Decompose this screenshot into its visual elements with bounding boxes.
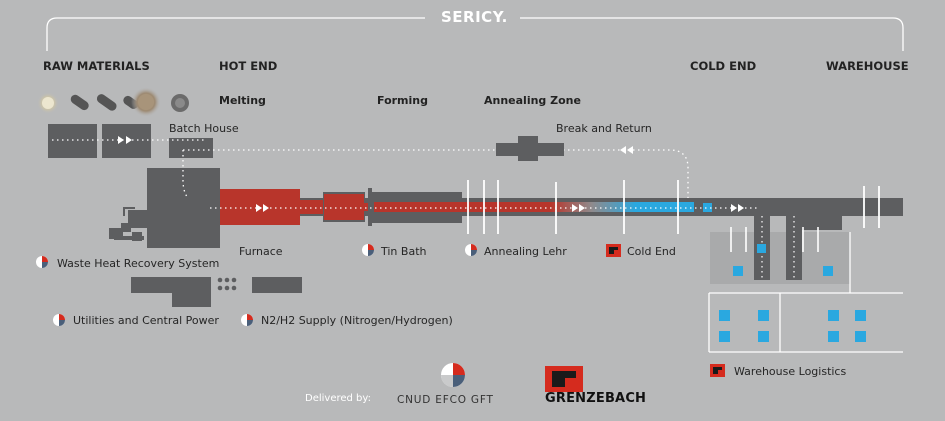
label-cold-end: Cold End [627,245,676,258]
label-batch-house: Batch House [169,122,239,135]
brand-title: SERICY. [441,8,508,26]
stage-forming: Forming [377,94,428,107]
cnud-efco-logo-icon [441,363,465,387]
label-n2h2-supply: N2/H2 Supply (Nitrogen/Hydrogen) [261,314,453,327]
cnud-efco-logo-icon [465,244,477,256]
utilities-blocks [131,277,302,307]
flow-arrow-icon [731,204,737,212]
raw-material-rod-icon [70,94,89,111]
flow-arrow-icon [627,146,633,154]
batch-house-blocks [48,124,213,158]
footer-delivered-by: Delivered by: [305,393,371,404]
glass-ribbon [374,202,694,212]
label-break-and-return: Break and Return [556,122,652,135]
flow-arrow-icon [620,146,626,154]
flow-arrow-icon [579,204,585,212]
break-and-return-unit [496,136,564,161]
flow-arrow-icon [118,136,124,144]
flow-arrow-icon [126,136,132,144]
cnud-efco-logo-icon [362,244,374,256]
section-raw-materials: RAW MATERIALS [43,59,150,73]
grenzebach-logo-icon [710,364,725,377]
section-cold-end: COLD END [690,59,757,73]
waste-heat-machinery [109,210,148,241]
raw-material-icons [37,87,189,117]
footer-partner-cnud: CNUD EFCO GFT [397,394,494,406]
flow-arrow-icon [256,204,262,212]
label-tin-bath: Tin Bath [381,245,427,258]
section-hot-end: HOT END [219,59,278,73]
footer-partner-grenzebach: GRENZEBACH [545,391,647,406]
label-furnace: Furnace [239,245,283,258]
grenzebach-logo-icon [545,366,583,392]
stage-melting: Melting [219,94,266,107]
label-warehouse-logistics: Warehouse Logistics [734,365,847,378]
cnud-efco-logo-icon [241,314,253,326]
header-bracket [46,17,904,51]
cnud-efco-logo-icon [36,256,48,268]
line-markers [467,180,880,234]
label-annealing-lehr: Annealing Lehr [484,245,567,258]
stage-annealing-zone: Annealing Zone [484,94,581,107]
label-waste-heat-recovery: Waste Heat Recovery System [57,257,220,270]
grenzebach-logo-icon [606,244,621,257]
flow-arrow-icon [738,204,744,212]
return-loop-line [183,149,689,207]
flow-arrow-icon [572,204,578,212]
flow-arrow-icon [263,204,269,212]
warehouse-area [708,216,903,353]
section-warehouse: WAREHOUSE [826,59,909,73]
raw-material-rod-icon [96,94,117,111]
label-utilities: Utilities and Central Power [73,314,219,327]
cnud-efco-logo-icon [53,314,65,326]
glass-sheets-on-line [634,203,712,212]
